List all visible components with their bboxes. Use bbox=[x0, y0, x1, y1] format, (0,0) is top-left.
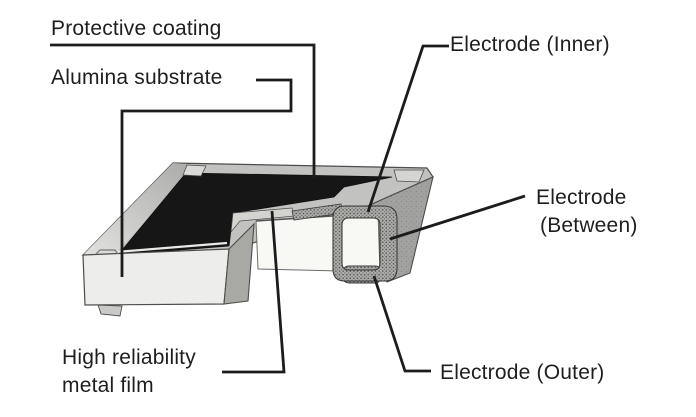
coating-front-highlight bbox=[115, 241, 228, 254]
substrate-left-bevel bbox=[83, 163, 199, 257]
label-alumina-substrate: Alumina substrate bbox=[51, 66, 223, 89]
substrate-front-face bbox=[82, 248, 230, 306]
label-electrode-between-line2: (Between) bbox=[540, 214, 638, 237]
label-electrode-outer: Electrode (Outer) bbox=[440, 361, 605, 384]
left-top-termination-notch bbox=[182, 164, 207, 177]
label-metal-film: High reliability metal film bbox=[62, 344, 196, 400]
leader-metal-film bbox=[222, 210, 286, 374]
label-electrode-between-line1: Electrode bbox=[536, 186, 627, 209]
left-bottom-termination-foot bbox=[97, 304, 123, 317]
cutaway-side-face bbox=[223, 222, 255, 305]
leader-electrode-inner bbox=[366, 44, 449, 213]
leader-protective-coating bbox=[50, 43, 316, 178]
termination-plating-ring bbox=[332, 205, 398, 282]
label-protective-coating: Protective coating bbox=[51, 17, 222, 40]
leader-electrode-between bbox=[389, 194, 526, 241]
leader-electrode-outer bbox=[372, 275, 431, 373]
front-face-notch bbox=[95, 249, 119, 255]
leader-alumina-substrate bbox=[120, 78, 293, 277]
label-electrode-between: Electrode (Between) bbox=[536, 184, 638, 240]
label-electrode-inner: Electrode (Inner) bbox=[450, 33, 610, 56]
label-metal-film-line2: metal film bbox=[62, 374, 154, 397]
label-metal-film-line1: High reliability bbox=[62, 346, 196, 369]
right-top-termination-notch bbox=[393, 169, 425, 183]
metal-film-strip bbox=[230, 207, 296, 234]
